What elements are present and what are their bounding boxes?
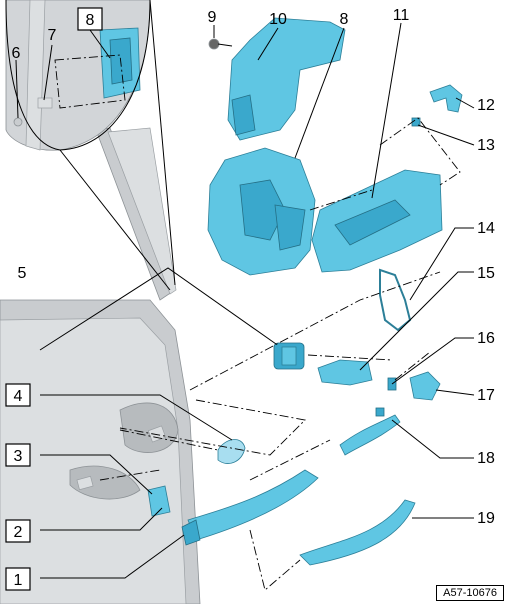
callout-14: 14 <box>477 220 495 237</box>
part-cover-10 <box>227 17 346 141</box>
callout-6-text: 6 <box>12 45 21 62</box>
callout-1-text: 1 <box>14 572 23 589</box>
part-handle-1 <box>181 469 319 546</box>
callout-15: 15 <box>477 265 495 282</box>
callout-18: 18 <box>477 450 495 467</box>
callout-14-text: 14 <box>477 220 495 237</box>
callout-13: 13 <box>477 137 495 154</box>
callout-17: 17 <box>477 387 495 404</box>
callout-11-text: 11 <box>393 7 410 24</box>
leader-lines <box>15 22 475 579</box>
callout-12: 12 <box>477 97 495 114</box>
callout-3: 3 <box>5 443 31 467</box>
callout-5-text: 5 <box>18 265 27 282</box>
callout-9-text: 9 <box>208 9 217 26</box>
part-17 <box>409 371 441 401</box>
callout-15-text: 15 <box>477 265 495 282</box>
callout-11: 11 <box>393 7 410 24</box>
bolt-9 <box>208 38 233 50</box>
part-2 <box>147 485 171 517</box>
callout-1: 1 <box>5 567 31 591</box>
part-15 <box>317 359 373 386</box>
part-lock-8 <box>207 147 316 276</box>
callout-2: 2 <box>5 519 31 543</box>
callout-10-text: 10 <box>269 11 287 28</box>
callout-19: 19 <box>477 510 495 527</box>
callout-9: 9 <box>208 9 217 26</box>
part-19 <box>299 499 416 566</box>
callout-4-text: 4 <box>14 388 23 405</box>
part-18 <box>339 407 401 456</box>
callout-8a: 8 <box>77 7 103 31</box>
part-12 <box>429 84 463 113</box>
callout-5: 5 <box>18 265 27 282</box>
callout-2-text: 2 <box>14 524 23 541</box>
assembly-lines <box>99 117 461 591</box>
part-4 <box>217 439 246 464</box>
callout-16: 16 <box>477 330 495 347</box>
part-lock-cylinder-5 <box>273 342 305 370</box>
detail-magnifier <box>5 0 176 291</box>
callout-12-text: 12 <box>477 97 495 114</box>
callout-17-text: 17 <box>477 387 495 404</box>
callout-18-text: 18 <box>477 450 495 467</box>
callout-3-text: 3 <box>14 448 23 465</box>
callout-6: 6 <box>12 45 21 62</box>
callout-4: 4 <box>5 383 31 407</box>
callout-10: 10 <box>269 11 287 28</box>
callout-8a-text: 8 <box>86 12 95 29</box>
callout-8b: 8 <box>340 11 349 28</box>
door-panel <box>0 127 201 604</box>
part-carrier-11 <box>311 169 443 332</box>
callout-19-text: 19 <box>477 510 495 527</box>
callout-16-text: 16 <box>477 330 495 347</box>
callout-8b-text: 8 <box>340 11 349 28</box>
callout-7: 7 <box>48 27 57 44</box>
callout-7-text: 7 <box>48 27 57 44</box>
figure-reference: A57-10676 <box>436 585 504 601</box>
callout-labels: 1 2 3 4 5 6 7 8 8 9 10 11 12 13 14 15 16… <box>5 7 495 591</box>
callout-13-text: 13 <box>477 137 495 154</box>
